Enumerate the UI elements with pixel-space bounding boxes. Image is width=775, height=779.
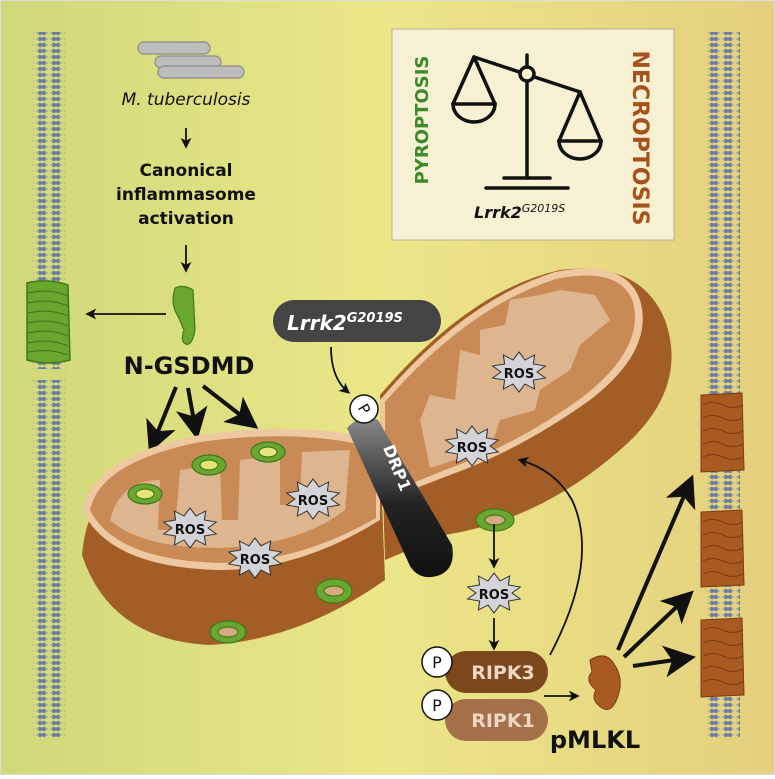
inflammasome-label-line2: inflammasome [116,185,256,205]
ros-star-4: ROS [491,351,547,393]
balance-legend-box: PYROPTOSIS NECROPTOSIS Lrrk2G2019S [391,28,675,241]
svg-text:ROS: ROS [298,494,328,509]
svg-text:ROS: ROS [479,588,509,603]
left-cell-membrane [33,32,65,737]
arrow-lrrk2-to-drp1 [330,346,351,394]
svg-text:P: P [432,653,442,672]
drp1-phospho-badge: P [349,394,379,424]
mlkl-pore-1 [700,392,745,473]
ros-star-6: ROS [466,572,522,614]
svg-text:RIPK3: RIPK3 [471,662,535,684]
mlkl-pore-3 [700,617,745,698]
ros-star-2: ROS [227,537,283,579]
n-gsdmd-label: N-GSDMD [124,352,255,380]
n-gsdmd-monomer-icon [172,285,196,345]
mtb-bacteria-icon [137,41,245,79]
pmlkl-label: pMLKL [550,726,640,754]
ripk3-badge: RIPK3 [445,651,548,693]
ripk1-badge: RIPK1 [445,699,548,741]
svg-text:ROS: ROS [175,523,205,538]
balance-gene-label: Lrrk2G2019S [474,202,565,222]
svg-text:RIPK1: RIPK1 [471,710,535,732]
inflammasome-label-line1: Canonical [139,161,232,181]
lrrk2-gene: Lrrk2 [287,311,347,335]
arrows-gsdmd-to-mitochondria [146,384,259,454]
pyroptosis-label: PYROPTOSIS [412,56,433,185]
gsdmd-pore [26,280,71,364]
svg-text:ROS: ROS [240,553,270,568]
pathogen-label: M. tuberculosis [122,90,251,110]
ros-star-3: ROS [285,478,341,520]
svg-text:P: P [432,696,442,715]
lrrk2-allele: G2019S [347,311,403,326]
ripk1-phospho-badge: P [421,689,453,721]
inflammasome-label-line3: activation [138,209,234,229]
mlkl-pore-2 [700,509,745,588]
ripk3-phospho-badge: P [421,646,453,678]
necroptosis-label: NECROPTOSIS [627,51,652,226]
lrrk2-badge: Lrrk2G2019S [273,300,441,342]
mito-gsdmd-pores [127,441,515,644]
balance-scale-icon [451,53,603,190]
arrows-mlkl-to-membrane [616,474,696,678]
pmlkl-monomer-icon [588,655,621,710]
arrow-ripk3-to-mito-ros [517,457,583,656]
ros-star-5: ROS [444,425,500,467]
ros-star-1: ROS [162,507,218,549]
svg-text:ROS: ROS [504,367,534,382]
svg-text:Lrrk2G2019S: Lrrk2G2019S [287,311,403,335]
svg-text:ROS: ROS [457,441,487,456]
